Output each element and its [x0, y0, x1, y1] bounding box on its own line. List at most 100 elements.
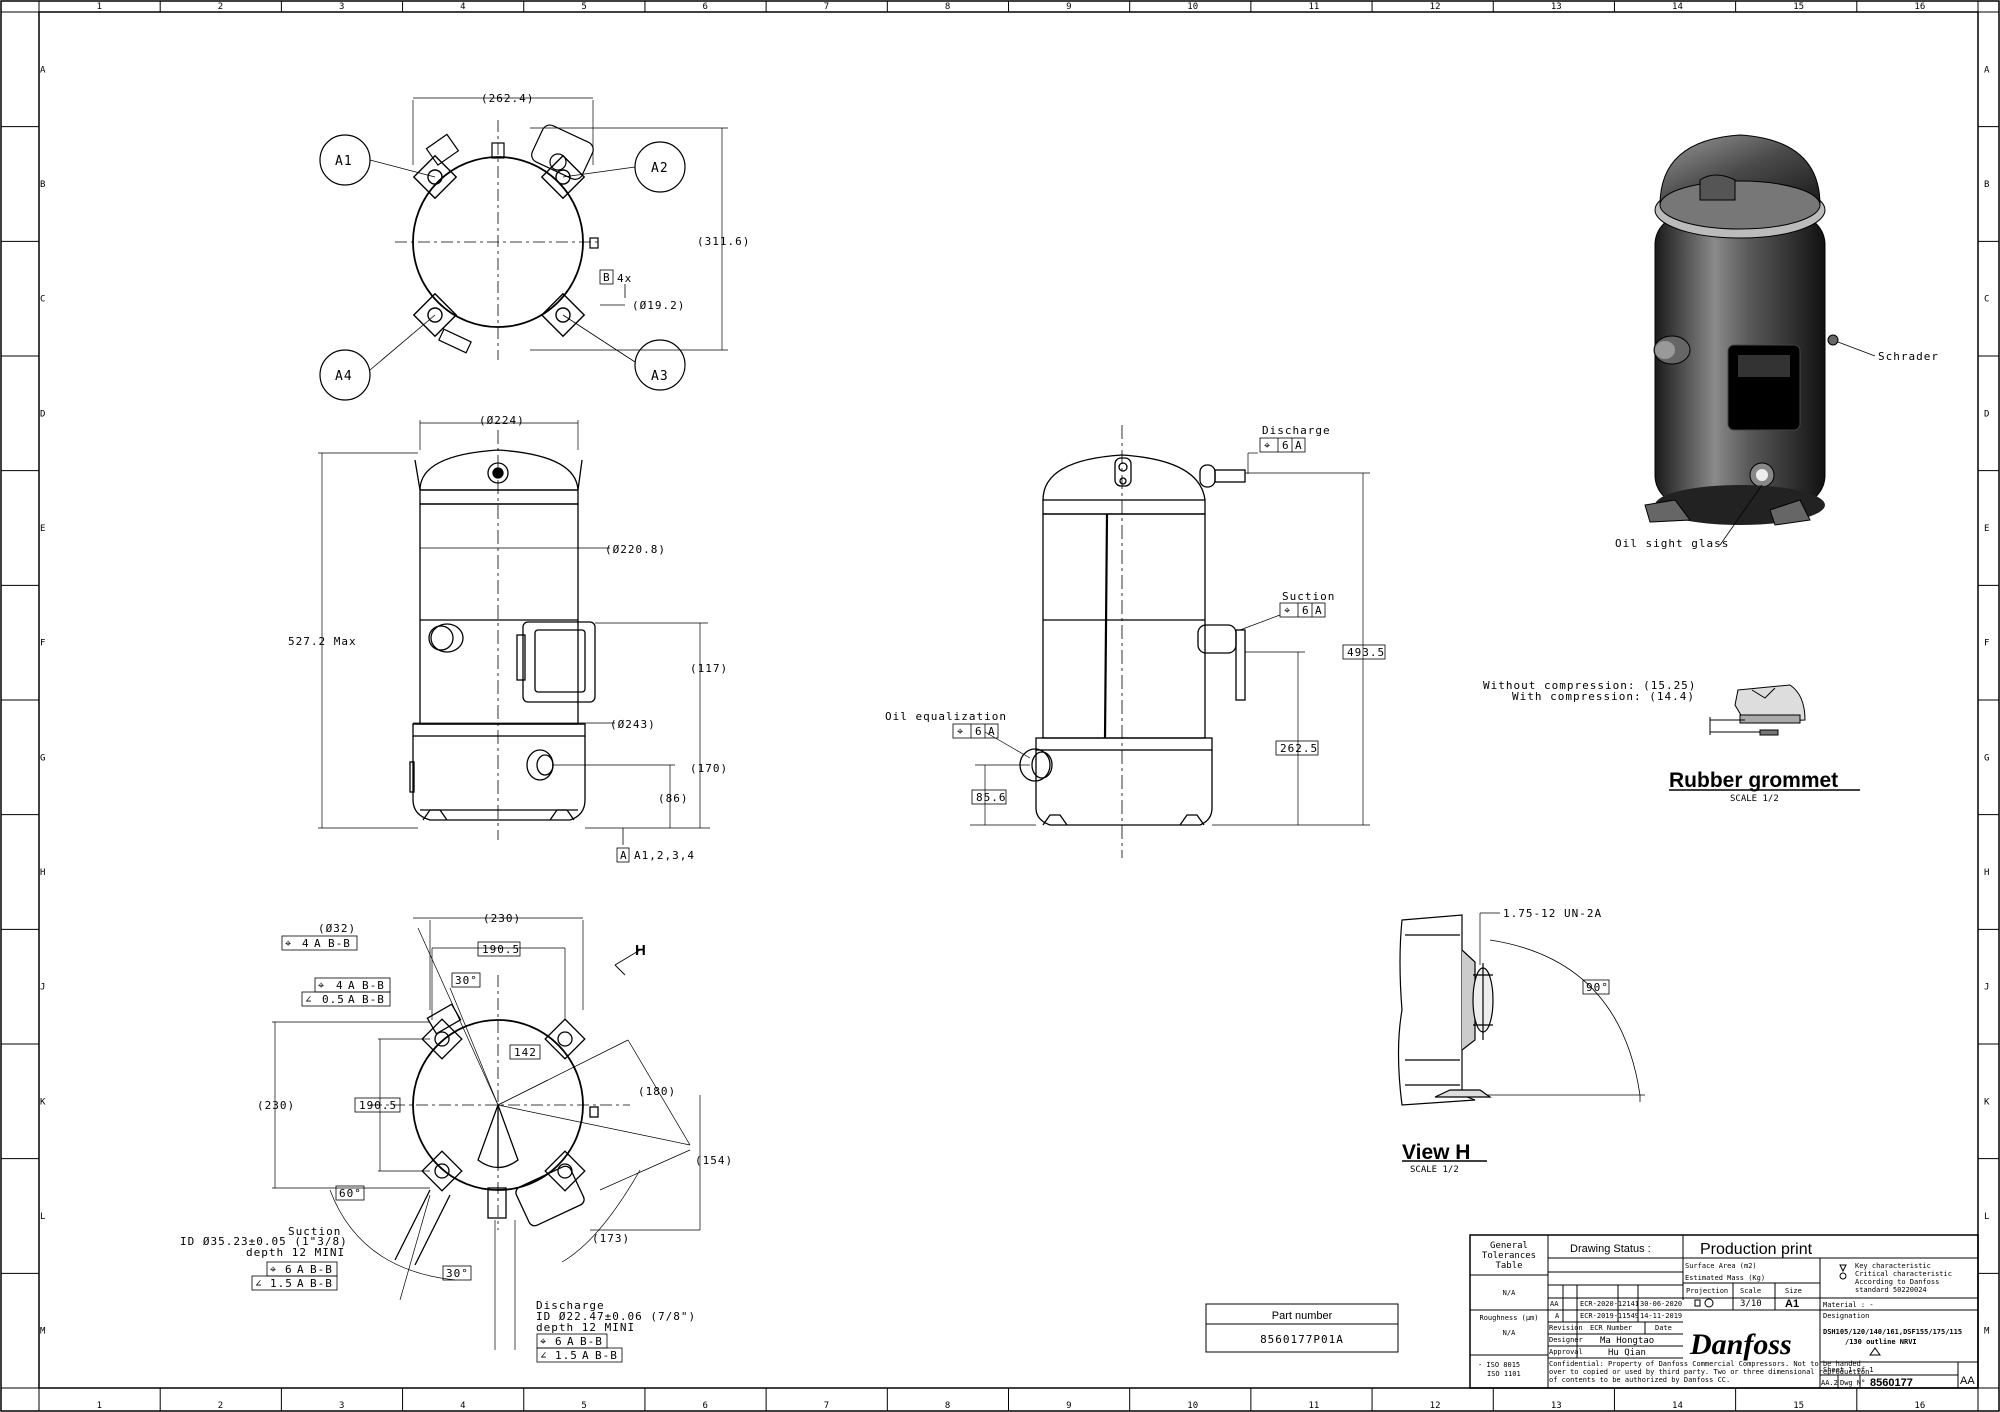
svg-text:B-B: B-B	[362, 979, 385, 992]
title-block-text: General Tolerances Table N/A Roughness (…	[1478, 1241, 1975, 1389]
frame-column-label: 6	[703, 2, 708, 12]
frame-row-label: B	[40, 180, 45, 190]
svg-text:AA: AA	[1960, 1375, 1975, 1387]
svg-text:(170): (170)	[690, 762, 728, 775]
top-view	[319, 97, 728, 401]
view-h-marker: H	[635, 942, 647, 959]
svg-text:(Ø243): (Ø243)	[610, 718, 656, 731]
svg-text:⌖: ⌖	[1284, 604, 1291, 617]
svg-text:(173): (173)	[592, 1232, 630, 1245]
frame-row-label: F	[40, 639, 45, 649]
svg-text:B-B: B-B	[595, 1349, 618, 1362]
svg-text:Approval: Approval	[1549, 1348, 1583, 1356]
svg-text:A1: A1	[1785, 1298, 1799, 1310]
callout-a3: A3	[651, 369, 669, 384]
svg-text:(Ø224): (Ø224)	[479, 414, 525, 427]
svg-text:⌖: ⌖	[957, 725, 964, 738]
svg-text:(117): (117)	[690, 662, 728, 675]
svg-text:262.5: 262.5	[1280, 742, 1318, 755]
frame-column-label: 13	[1551, 1401, 1562, 1411]
frame-column-label: 15	[1793, 1401, 1804, 1411]
svg-text:14-11-2019: 14-11-2019	[1640, 1312, 1682, 1320]
svg-text:85.6: 85.6	[976, 791, 1007, 804]
svg-text:Schrader: Schrader	[1878, 350, 1939, 363]
svg-text:B-B: B-B	[328, 937, 351, 950]
rubber-grommet	[1669, 684, 1860, 791]
svg-text:SCALE 1/2: SCALE 1/2	[1410, 1165, 1459, 1175]
svg-text:Designation: Designation	[1823, 1312, 1869, 1320]
svg-text:(Ø19.2): (Ø19.2)	[632, 299, 685, 312]
svg-text:⌖: ⌖	[540, 1335, 547, 1348]
svg-text:N/A: N/A	[1503, 1329, 1516, 1337]
svg-text:Surface Area (m2): Surface Area (m2)	[1685, 1262, 1757, 1270]
frame-row-label: M	[1984, 1327, 1990, 1337]
frame-column-label: 13	[1551, 2, 1562, 12]
frame-row-label: A	[1984, 65, 1990, 75]
bottom-view-text: (Ø32) ⌖ 4 A B-B ⌖ 4 A B-B ∠ 0.5 A B-B (2…	[180, 912, 732, 1362]
frame-column-label: 16	[1914, 2, 1925, 12]
svg-text:A: A	[348, 993, 356, 1006]
svg-text:Ma Hongtao: Ma Hongtao	[1600, 1336, 1654, 1346]
svg-text:of contents to be authorized b: of contents to be authorized by Danfoss …	[1549, 1376, 1730, 1384]
svg-text:depth 12 MINI: depth 12 MINI	[246, 1246, 345, 1259]
view-h-text: 1.75-12 UN-2A 90° View H SCALE 1/2	[1402, 907, 1608, 1175]
part-number-box	[1205, 1303, 1399, 1353]
danfoss-logo: Danfoss	[1689, 1328, 1792, 1361]
svg-text:Rubber grommet: Rubber grommet	[1669, 769, 1838, 792]
frame-row-label: L	[1984, 1212, 1989, 1222]
svg-text:30-06-2020: 30-06-2020	[1640, 1300, 1682, 1308]
svg-text:(Ø220.8): (Ø220.8)	[605, 543, 666, 556]
svg-text:/130 outline NRVI: /130 outline NRVI	[1845, 1338, 1917, 1346]
svg-text:(230): (230)	[257, 1099, 295, 1112]
svg-text:depth 12 MINI: depth 12 MINI	[536, 1321, 635, 1334]
svg-text:Projection: Projection	[1686, 1287, 1728, 1295]
svg-text:Suction: Suction	[288, 1225, 341, 1238]
frame-column-label: 6	[703, 1401, 708, 1411]
svg-text:4x: 4x	[617, 272, 632, 285]
svg-text:(230): (230)	[483, 912, 521, 925]
frame-column-label: 10	[1187, 1401, 1198, 1411]
svg-text:ISO 1101: ISO 1101	[1487, 1370, 1521, 1378]
svg-text:Oil equalization: Oil equalization	[885, 710, 1007, 723]
grommet-text: Without compression: (15.25) With compre…	[1483, 679, 1838, 804]
frame-column-label: 5	[581, 2, 586, 12]
svg-text:A: A	[1315, 604, 1323, 617]
svg-text:Tolerances: Tolerances	[1482, 1251, 1536, 1261]
frame-row-label: C	[40, 295, 45, 305]
svg-text:Key characteristic: Key characteristic	[1855, 1262, 1931, 1270]
frame-column-label: 11	[1308, 2, 1319, 12]
front-view	[318, 420, 710, 863]
iso-compressor-render	[1644, 134, 1876, 546]
frame-column-label: 12	[1430, 2, 1441, 12]
svg-text:A: A	[1555, 1312, 1560, 1320]
svg-text:Drawing Status :: Drawing Status :	[1570, 1243, 1651, 1255]
svg-text:4: 4	[336, 979, 344, 992]
frame-row-label: K	[40, 1097, 46, 1107]
frame-column-label: 3	[339, 1401, 344, 1411]
frame-column-label: 9	[1066, 2, 1071, 12]
svg-text:DSH105/120/140/161,DSF155/175/: DSH105/120/140/161,DSF155/175/115	[1823, 1328, 1962, 1336]
svg-text:190.5: 190.5	[482, 943, 520, 956]
frame-row-label: G	[40, 753, 45, 763]
callout-a2: A2	[651, 161, 669, 176]
svg-text:Date: Date	[1655, 1324, 1672, 1332]
svg-text:With compression: (14.4): With compression: (14.4)	[1512, 690, 1695, 703]
svg-text:ID Ø35.23±0.05 (1"3/8): ID Ø35.23±0.05 (1"3/8)	[180, 1235, 348, 1248]
frame-row-label: K	[1984, 1097, 1990, 1107]
svg-text:Size: Size	[1785, 1287, 1802, 1295]
svg-text:A: A	[297, 1277, 305, 1290]
frame-row-label: D	[40, 409, 45, 419]
svg-text:B-B: B-B	[310, 1263, 333, 1276]
svg-text:- ISO 8015: - ISO 8015	[1478, 1361, 1520, 1369]
svg-text:(86): (86)	[658, 792, 689, 805]
front-view-text: (Ø224) (Ø220.8) (Ø243) 527.2 Max (117) (…	[288, 414, 728, 862]
drawing-number: 8560177	[1870, 1377, 1913, 1389]
svg-text:(180): (180)	[638, 1085, 676, 1098]
frame-row-label: J	[40, 983, 45, 993]
svg-text:1.5: 1.5	[555, 1349, 578, 1362]
svg-text:A: A	[620, 849, 628, 862]
svg-text:6: 6	[555, 1335, 563, 1348]
iso-text: Schrader Oil sight glass	[1615, 350, 1939, 550]
frame-column-label: 8	[945, 2, 950, 12]
svg-text:30°: 30°	[455, 974, 478, 987]
